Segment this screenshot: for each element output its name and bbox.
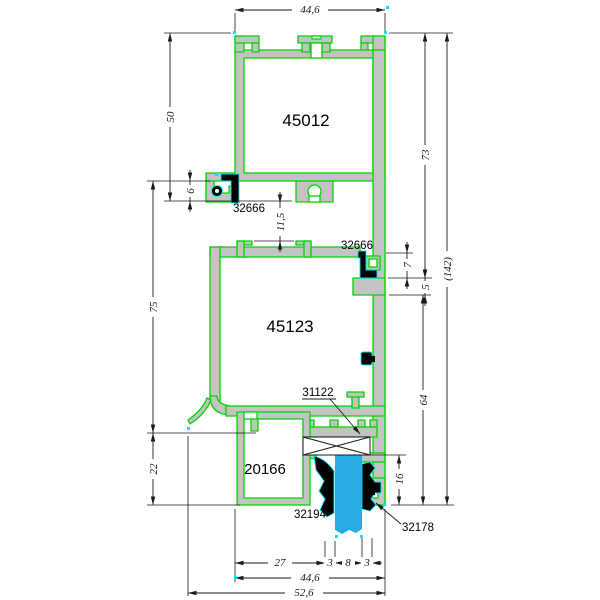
dim-bottom-52-6: 52,6 bbox=[294, 587, 314, 599]
label-45012: 45012 bbox=[282, 111, 329, 130]
dim-right-16: 16 bbox=[394, 473, 406, 485]
gasket-32666-right bbox=[357, 250, 378, 279]
part-labels: 45012 45123 20166 32666 32666 31122 3219… bbox=[233, 111, 434, 534]
snap-markers bbox=[187, 6, 389, 579]
label-32666-left: 32666 bbox=[233, 203, 265, 215]
dim-right-7: 7 bbox=[402, 262, 414, 268]
gasket-32194 bbox=[313, 455, 335, 518]
dim-bottom-8: 8 bbox=[345, 557, 351, 569]
dim-right-64: 64 bbox=[418, 394, 430, 406]
dim-right-142: (142) bbox=[442, 257, 454, 281]
glass-pane bbox=[335, 455, 362, 534]
wall-gasket-clip-tip bbox=[369, 356, 375, 362]
label-32666-right: 32666 bbox=[341, 240, 373, 252]
label-45123: 45123 bbox=[266, 317, 313, 336]
dim-top-width: 44,6 bbox=[300, 4, 320, 16]
gasket-32666-left bbox=[211, 173, 240, 204]
gasket-32178 bbox=[361, 461, 382, 512]
dim-bottom-3a: 3 bbox=[326, 557, 333, 569]
chamber-20166 bbox=[243, 418, 304, 499]
leader-lines bbox=[302, 398, 402, 525]
dim-left-22: 22 bbox=[148, 463, 160, 475]
dim-bottom-27: 27 bbox=[275, 557, 287, 569]
dim-bottom-3b: 3 bbox=[363, 557, 370, 569]
dim-bottom-44-6: 44,6 bbox=[300, 572, 320, 584]
dim-left-50: 50 bbox=[165, 111, 177, 123]
dim-left-6: 6 bbox=[185, 188, 197, 194]
profile-20166-glazing-bead bbox=[236, 411, 311, 506]
label-20166: 20166 bbox=[244, 461, 286, 478]
gasket-32178-clip bbox=[367, 487, 375, 495]
extension-lines bbox=[147, 13, 454, 596]
label-31122: 31122 bbox=[302, 387, 333, 399]
dim-mid-11-5: 11,5 bbox=[275, 212, 287, 231]
dim-left-75: 75 bbox=[148, 301, 160, 313]
dimension-text: 44,6 50 6 75 22 11,5 73 7 5 64 (142) 16 … bbox=[147, 4, 454, 599]
label-32178: 32178 bbox=[402, 522, 434, 534]
dim-right-5: 5 bbox=[420, 284, 432, 290]
label-32194: 32194 bbox=[294, 509, 327, 521]
drip-lip bbox=[187, 397, 212, 425]
chamber-45012 bbox=[243, 57, 374, 174]
dim-right-73: 73 bbox=[420, 149, 432, 161]
